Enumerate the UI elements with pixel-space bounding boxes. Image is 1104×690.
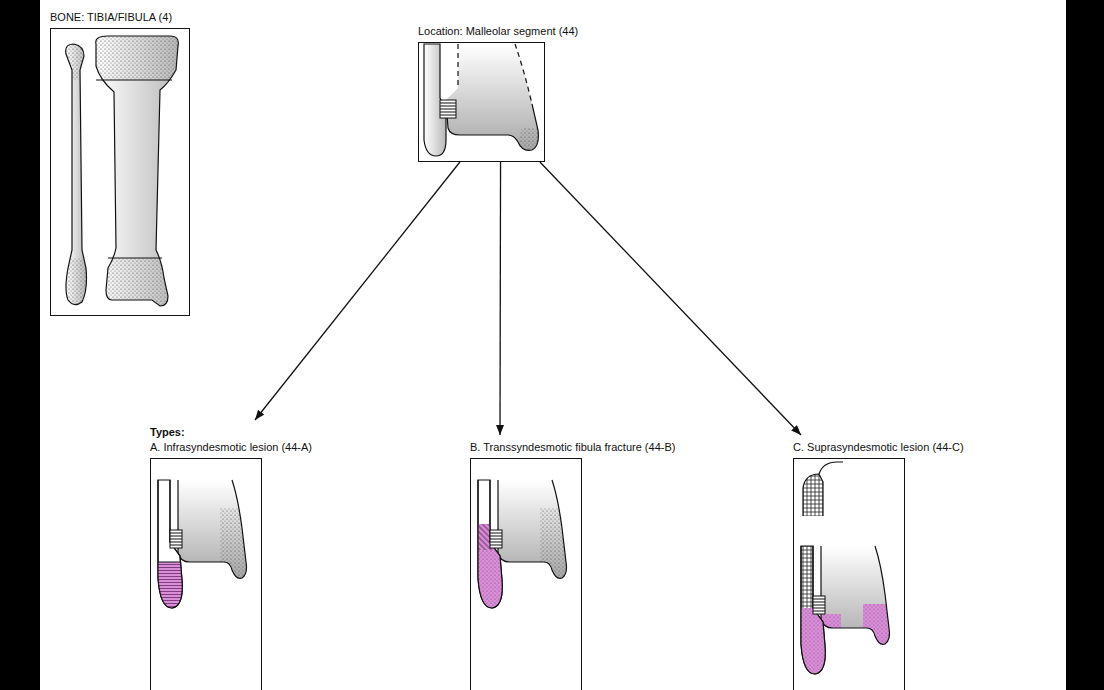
syndesmosis-coil: [813, 599, 825, 611]
distal-segment: [90, 258, 185, 313]
arrow-connector: [540, 162, 801, 435]
tibia-outline: [446, 100, 538, 150]
box-heading: Location: Malleolar segment (44): [418, 25, 578, 38]
syndesmosis-coil: [440, 103, 456, 115]
type-a-figure: [154, 480, 252, 612]
dashed-outline: [457, 44, 458, 88]
proximal-segment: [60, 40, 90, 80]
syndesmosis-symbol: [440, 100, 456, 118]
type-c-figure: [797, 462, 895, 678]
dashed-outline: [515, 44, 532, 104]
figure-frame: [150, 458, 262, 690]
arrow-connector: [255, 162, 460, 420]
figure-box: BONE: TIBIA/FIBULA (4): [50, 11, 190, 316]
medial-malleolus: [540, 508, 572, 583]
ankle-figure: [797, 546, 895, 678]
figure-frame: [418, 42, 545, 162]
tibia-outline: [821, 546, 890, 644]
proximal-segment: [90, 30, 185, 80]
section-label: Types:: [150, 426, 185, 439]
figure-box: Location: Malleolar segment (44): [418, 25, 578, 162]
figure-box: B. Transsyndesmotic fibula fracture (44-…: [470, 441, 675, 690]
syndesmosis-symbol: [490, 530, 502, 548]
syndesmosis-symbol: [170, 530, 182, 548]
box-heading: BONE: TIBIA/FIBULA (4): [50, 11, 190, 24]
tibia-outline: [498, 480, 567, 578]
tibia-shape: [446, 44, 538, 150]
tibia-outline: [178, 480, 247, 578]
segment-line: [108, 258, 162, 259]
fibula-outline: [801, 546, 825, 674]
tibia-segments: [90, 30, 185, 313]
fibula-segments: [60, 40, 90, 313]
syndesmosis-symbol: [813, 596, 825, 614]
syndesmosis-coil: [170, 533, 182, 545]
segment-line: [96, 80, 172, 81]
figure-frame: [50, 28, 190, 316]
paper-ground: [40, 0, 1066, 690]
distal-segment: [60, 258, 90, 313]
fracture-line: [158, 562, 181, 563]
medial-malleolus: [220, 508, 252, 583]
syndesmosis-coil: [490, 533, 502, 545]
type-b-figure: [474, 480, 572, 612]
fibula-head-line: [819, 462, 843, 474]
fibula-outline: [158, 480, 182, 608]
figure-box: C. Suprasyndesmotic lesion (44-C): [793, 441, 964, 690]
box-heading: B. Transsyndesmotic fibula fracture (44-…: [470, 441, 675, 454]
figure-frame: [470, 458, 582, 690]
figure-frame: [793, 458, 905, 690]
proximal-fibula-fragment: [803, 474, 823, 516]
box-heading: C. Suprasyndesmotic lesion (44-C): [793, 441, 964, 454]
fibula-outline: [478, 480, 502, 608]
malleolar-figure: [424, 44, 538, 156]
figure-box: A. Infrasyndesmotic lesion (44-A): [150, 441, 312, 690]
box-heading: A. Infrasyndesmotic lesion (44-A): [150, 441, 312, 454]
tibia-fibula-figure: [60, 30, 185, 313]
arrow-connector: [499, 162, 501, 435]
